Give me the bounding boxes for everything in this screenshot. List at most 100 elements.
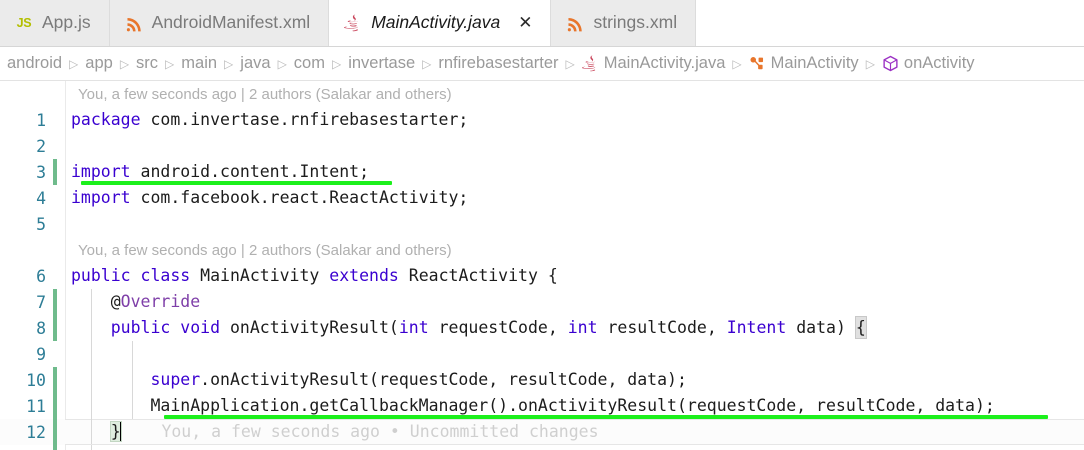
breadcrumb-item-main[interactable]: main	[181, 54, 217, 73]
breadcrumb-label: main	[181, 54, 218, 72]
code-text: public void onActivityResult(int request…	[110, 316, 867, 339]
breadcrumb-item-invertase[interactable]: invertase	[348, 54, 415, 73]
indent-guide	[132, 393, 133, 419]
code-text: import android.content.Intent;	[71, 162, 370, 181]
breadcrumb-item-com[interactable]: com	[294, 54, 325, 73]
modified-code-underline	[81, 181, 392, 185]
editor-tab-bar: JS App.js AndroidManifest.xml	[0, 0, 1084, 47]
blame-annotation-mid: You, a few seconds ago | 2 authors (Sala…	[78, 241, 452, 259]
modified-code-underline	[164, 415, 1048, 419]
line-number: 8	[36, 318, 46, 338]
breadcrumb-item-mainactivity-class[interactable]: MainActivity	[749, 54, 859, 73]
code-line-2[interactable]: 2	[0, 133, 1084, 159]
indent-guide	[91, 315, 92, 341]
line-number: 2	[36, 136, 46, 156]
line-number: 5	[36, 214, 46, 234]
code-line-6[interactable]: 6 public class MainActivity extends Reac…	[0, 263, 1084, 289]
breadcrumb-label: java	[240, 54, 271, 72]
indent-guide	[91, 445, 92, 450]
tab-label: strings.xml	[593, 12, 678, 33]
breadcrumb-item-java[interactable]: java	[240, 54, 270, 73]
line-number: 9	[36, 344, 46, 364]
breadcrumb-separator: ▷	[69, 56, 79, 71]
vcs-change-marker[interactable]	[53, 367, 57, 393]
gutter-divider	[65, 81, 66, 450]
line-number: 3	[36, 162, 46, 182]
java-file-icon	[344, 14, 362, 32]
code-line-3[interactable]: 3 import android.content.Intent;	[0, 159, 1084, 185]
indent-guide	[91, 419, 92, 445]
inline-blame-hint: You, a few seconds ago • Uncommitted cha…	[161, 422, 599, 441]
breadcrumb-item-mainactivity-java[interactable]: MainActivity.java	[581, 54, 726, 73]
breadcrumb-separator: ▷	[565, 56, 575, 71]
code-line-12[interactable]: 12 } You, a few seconds ago • Uncommitte…	[0, 419, 1084, 445]
code-text: @Override	[71, 292, 201, 311]
tab-label: MainActivity.java	[371, 12, 501, 33]
code-text: public class MainActivity extends ReactA…	[71, 266, 558, 285]
code-line-9[interactable]: 9	[0, 341, 1084, 367]
close-icon[interactable]: ✕	[518, 12, 533, 33]
breadcrumb-item-rnfirebasestarter[interactable]: rnfirebasestarter	[438, 54, 558, 73]
breadcrumb-item-app[interactable]: app	[85, 54, 113, 73]
vcs-change-marker[interactable]	[53, 289, 57, 315]
breadcrumb-separator: ▷	[277, 56, 287, 71]
breadcrumb-separator: ▷	[224, 56, 234, 71]
breadcrumb-item-src[interactable]: src	[136, 54, 158, 73]
xml-file-icon	[125, 14, 143, 32]
line-number: 6	[36, 266, 46, 286]
vcs-change-marker[interactable]	[53, 159, 57, 185]
blame-annotation-top: You, a few seconds ago | 2 authors (Sala…	[78, 85, 452, 103]
tab-strings-xml[interactable]: strings.xml	[551, 0, 697, 46]
code-text: MainApplication.getCallbackManager().onA…	[71, 396, 995, 415]
code-text: } You, a few seconds ago • Uncommitted c…	[109, 421, 599, 442]
indent-guide	[91, 289, 92, 315]
breadcrumb-label: android	[7, 54, 63, 72]
code-line-13[interactable]: 13	[0, 445, 1084, 450]
breadcrumb-label: MainActivity	[770, 54, 859, 72]
java-class-icon	[749, 55, 766, 72]
breadcrumb-separator: ▷	[422, 56, 432, 71]
code-line-7[interactable]: 7 @Override	[0, 289, 1084, 315]
code-editor[interactable]: You, a few seconds ago | 2 authors (Sala…	[0, 81, 1084, 450]
tab-label: AndroidManifest.xml	[151, 12, 311, 33]
breadcrumb-item-android[interactable]: android	[7, 54, 62, 73]
breadcrumb-label: onActivity	[903, 54, 975, 72]
breadcrumb-label: src	[136, 54, 159, 72]
breadcrumb-label: invertase	[348, 54, 416, 72]
line-number: 1	[36, 110, 46, 130]
breadcrumb-separator: ▷	[119, 56, 130, 71]
tab-app-js[interactable]: JS App.js	[0, 0, 110, 46]
breadcrumb-separator: ▷	[165, 56, 175, 71]
breadcrumb-separator: ▷	[865, 56, 875, 71]
breadcrumb-label: MainActivity.java	[603, 54, 726, 72]
tab-label: App.js	[42, 12, 91, 33]
code-line-1[interactable]: 1 package com.invertase.rnfirebasestarte…	[0, 107, 1084, 133]
breadcrumb-item-onactivityresult-method[interactable]: onActivity	[882, 54, 975, 73]
java-file-icon	[581, 55, 599, 72]
indent-guide	[132, 367, 133, 393]
breadcrumb-label: com	[293, 54, 325, 72]
java-method-icon	[882, 55, 899, 72]
vcs-change-marker[interactable]	[53, 393, 57, 419]
indent-guide	[91, 367, 92, 393]
code-line-4[interactable]: 4 import com.facebook.react.ReactActivit…	[0, 185, 1084, 211]
indent-guide	[132, 341, 133, 367]
line-number: 10	[26, 370, 46, 390]
code-text: super.onActivityResult(requestCode, resu…	[150, 370, 687, 389]
code-text: package com.invertase.rnfirebasestarter;	[71, 110, 469, 129]
code-line-5[interactable]: 5	[0, 211, 1084, 237]
vcs-change-marker	[53, 341, 57, 367]
code-line-8[interactable]: 8 public void onActivityResult(int reque…	[0, 315, 1084, 341]
code-text: import com.facebook.react.ReactActivity;	[71, 188, 469, 207]
line-number: 4	[36, 188, 46, 208]
breadcrumb-separator: ▷	[732, 56, 742, 71]
tab-androidmanifest-xml[interactable]: AndroidManifest.xml	[109, 0, 330, 46]
vcs-change-marker[interactable]	[53, 315, 57, 341]
code-line-11[interactable]: 11 MainApplication.getCallbackManager().…	[0, 393, 1084, 419]
tab-mainactivity-java[interactable]: MainActivity.java ✕	[329, 0, 552, 46]
vcs-change-marker[interactable]	[53, 419, 57, 445]
code-line-10[interactable]: 10 super.onActivityResult(requestCode, r…	[0, 367, 1084, 393]
vcs-change-marker[interactable]	[53, 445, 57, 450]
line-number: 13	[0, 449, 46, 450]
